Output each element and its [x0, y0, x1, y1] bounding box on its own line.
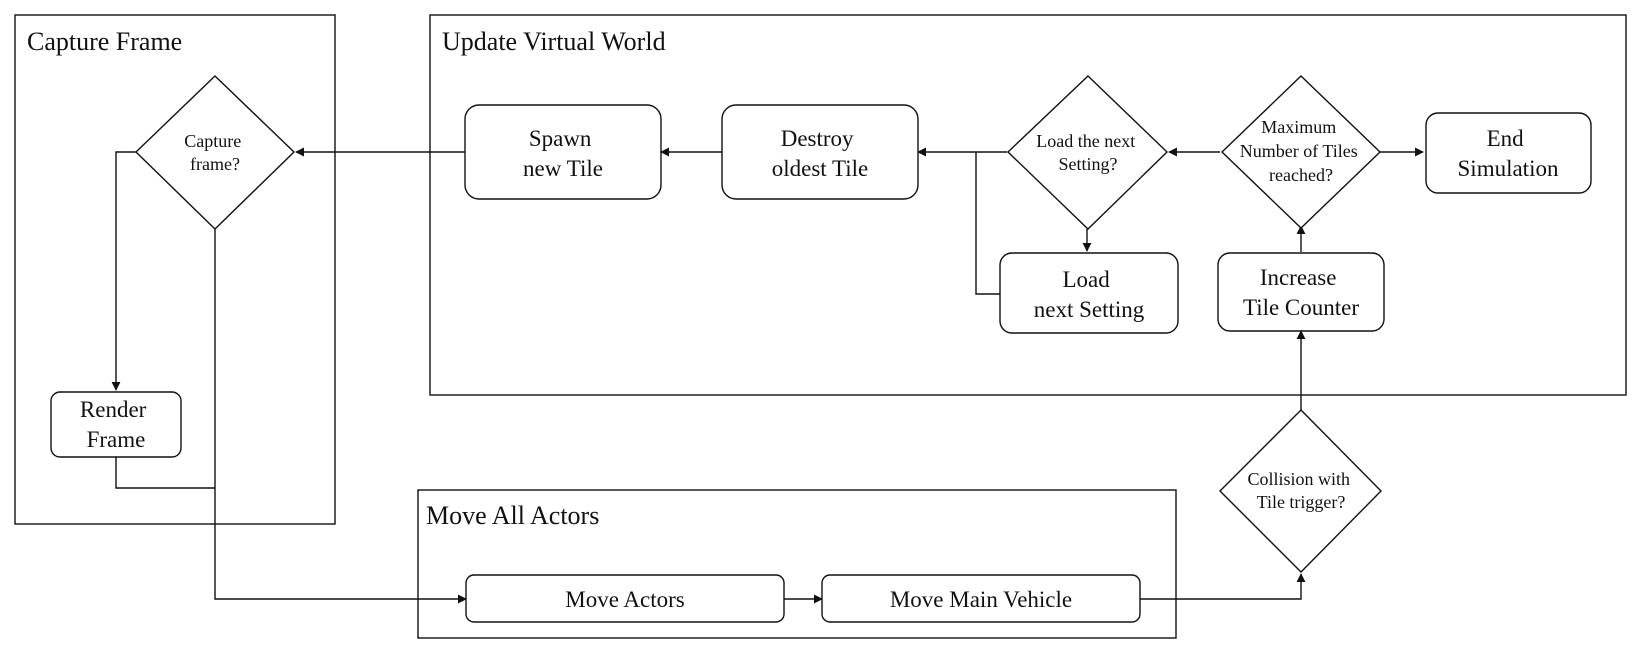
load-next-setting-decision-label: Load the next Setting?	[1036, 131, 1139, 174]
load-next-setting-label: Load next Setting	[1034, 267, 1145, 322]
group-move-all-actors: Move All Actors	[417, 489, 1177, 639]
load-next-setting-decision: Load the next Setting?	[1006, 75, 1169, 230]
move-main-vehicle-box: Move Main Vehicle	[821, 574, 1141, 623]
line-load-setting-to-destroy	[975, 152, 1000, 295]
increase-tile-counter-label: Increase Tile Counter	[1243, 265, 1359, 320]
group-update-virtual-world-title: Update Virtual World	[442, 27, 666, 56]
capture-frame-decision-label: Capture frame?	[184, 131, 245, 174]
render-frame-label: Render Frame	[80, 397, 152, 452]
move-actors-box: Move Actors	[465, 574, 785, 623]
group-capture-frame: Capture Frame	[14, 14, 336, 525]
arrow-capture-decision-to-move-actors	[214, 229, 467, 604]
arrow-main-vehicle-to-collision	[1140, 573, 1306, 600]
spawn-new-tile-label: Spawn new Tile	[523, 126, 603, 181]
end-simulation-box: End Simulation	[1425, 112, 1592, 194]
arrow-capture-decision-to-render	[111, 151, 136, 391]
connectors	[111, 147, 1424, 604]
increase-tile-counter-box: Increase Tile Counter	[1217, 252, 1385, 332]
move-actors-label: Move Actors	[565, 587, 685, 612]
capture-frame-decision: Capture frame?	[134, 75, 296, 230]
render-frame-box: Render Frame	[50, 391, 182, 458]
destroy-oldest-tile-label: Destroy oldest Tile	[772, 126, 869, 181]
end-simulation-label: End Simulation	[1458, 126, 1559, 181]
load-next-setting-box: Load next Setting	[999, 252, 1179, 334]
line-render-to-move-actors	[115, 456, 215, 489]
group-update-virtual-world: Update Virtual World	[429, 14, 1627, 396]
spawn-new-tile-box: Spawn new Tile	[464, 104, 662, 200]
max-tiles-decision-label: Maximum Number of Tiles reached?	[1240, 117, 1363, 185]
max-tiles-decision: Maximum Number of Tiles reached?	[1220, 75, 1382, 229]
collision-decision-label: Collision with Tile trigger?	[1247, 469, 1354, 512]
group-capture-frame-title: Capture Frame	[27, 27, 182, 56]
destroy-oldest-tile-box: Destroy oldest Tile	[721, 104, 919, 200]
move-main-vehicle-label: Move Main Vehicle	[890, 587, 1072, 612]
group-move-all-actors-title: Move All Actors	[426, 501, 599, 530]
collision-decision: Collision with Tile trigger?	[1219, 409, 1382, 573]
